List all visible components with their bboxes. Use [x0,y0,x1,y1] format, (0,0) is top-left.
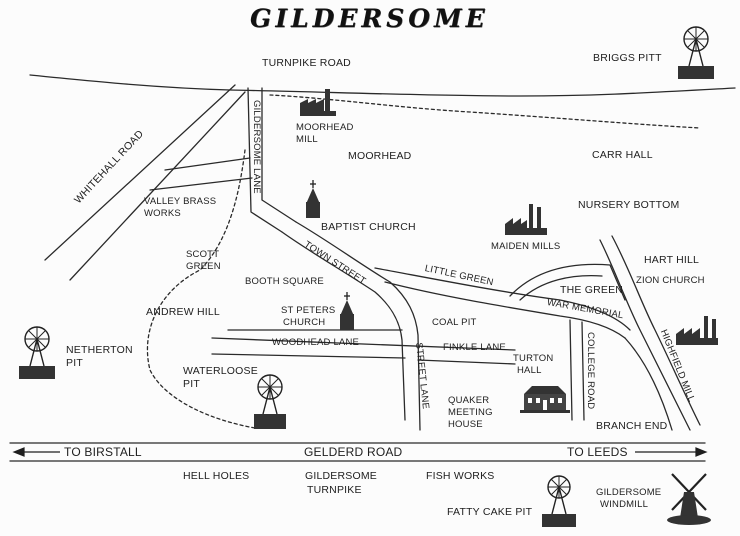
label-hart-hill: HART HILL [644,254,700,266]
label-moorhead-mill-2: MILL [296,134,318,145]
label-quaker-3: HOUSE [448,419,483,430]
label-college-road: COLLEGE ROAD [585,332,596,410]
highfield-road-2 [611,235,701,426]
map-title: GILDERSOME [250,4,489,33]
label-nursery-bottom: NURSERY BOTTOM [578,199,680,211]
pithead-winding-wheel-icon [678,26,714,79]
whitehall-road-line-2 [69,91,246,281]
label-gelderd-road: GELDERD ROAD [304,445,403,459]
label-st-peters-1: ST PETERS [281,305,336,316]
label-moorhead: MOORHEAD [348,150,412,162]
college-road-left [569,319,573,421]
little-green-road-1 [374,267,631,331]
label-waterloose-pit-2: PIT [183,378,200,390]
town-street-left [281,231,406,421]
label-the-green: THE GREEN [560,284,624,296]
label-finkle-lane: FINKLE LANE [443,342,506,353]
factory-chimney-icon [505,204,547,235]
branch-end-road [624,337,673,431]
label-coal-pit: COAL PIT [432,317,477,328]
pithead-winding-wheel-icon [19,326,55,379]
church-spire-icon [340,292,354,330]
pithead-winding-wheel-icon [542,475,576,527]
pithead-winding-wheel-icon [254,374,286,429]
label-netherton-pit-1: NETHERTON [66,344,133,356]
label-valley-brass-1: VALLEY BRASS [144,196,217,207]
valley-brass-road-2 [149,177,253,191]
label-hell-holes: HELL HOLES [183,470,250,482]
label-valley-brass-2: WORKS [144,208,181,219]
church-spire-icon [306,180,320,218]
label-baptist-church: BAPTIST CHURCH [321,221,416,233]
label-carr-hall: CARR HALL [592,149,653,161]
label-zion-church: ZION CHURCH [636,275,705,286]
stream-dashed [269,94,701,129]
label-turnpike-road: TURNPIKE ROAD [262,57,351,69]
label-gildersome-windmill-1: GILDERSOME [596,487,662,498]
the-green-road [509,263,626,301]
label-briggs-pitt: BRIGGS PITT [593,52,662,64]
label-scott-green-1: SCOTT [186,249,220,260]
factory-chimney-icon [300,89,336,116]
label-waterloose-pit-1: WATERLOOSE [183,365,258,377]
scott-green-dashed [146,149,256,429]
label-gildersome-windmill-2: WINDMILL [600,499,649,510]
label-gildersome-turnpike-1: GILDERSOME [305,470,378,482]
highfield-road-1 [599,239,691,431]
label-woodhead-lane: WOODHEAD LANE [272,337,360,348]
finkle-lane [417,359,516,365]
label-to-leeds: TO LEEDS [567,445,628,459]
label-branch-end: BRANCH END [596,420,668,432]
label-st-peters-2: CHURCH [283,317,326,328]
whitehall-road-line-1 [44,84,236,261]
valley-brass-road-1 [164,157,251,171]
turnpike-road [29,74,736,97]
label-to-birstall: TO BIRSTALL [64,445,142,459]
label-gildersome-lane: GILDERSOME LANE [251,100,262,194]
label-netherton-pit-2: PIT [66,357,83,369]
gildersome-lane-right [261,87,297,223]
the-green-road-inner [519,274,603,301]
label-gildersome-turnpike-2: TURNPIKE [307,484,362,496]
town-street-right [295,221,421,431]
label-booth-square: BOOTH SQUARE [245,276,324,287]
label-turton-hall-1: TURTON [513,353,554,364]
label-fatty-cake-pit: FATTY CAKE PIT [447,506,533,518]
label-quaker-1: QUAKER [448,395,490,406]
windmill-icon [667,473,711,525]
arrow-to-birstall-head [12,447,25,457]
arrow-to-leeds-head [695,447,708,457]
label-scott-green-2: GREEN [186,261,221,272]
college-road-right [581,321,585,421]
label-turton-hall-2: HALL [517,365,542,376]
woodhead-lane-bottom [211,353,406,359]
factory-chimney-icon [676,316,718,345]
label-fish-works: FISH WORKS [426,470,495,482]
woodhead-lane-top [211,337,516,351]
label-quaker-2: MEETING [448,407,493,418]
label-maiden-mills: MAIDEN MILLS [491,241,561,252]
little-green-road-2 [384,281,626,339]
label-andrew-hill: ANDREW HILL [146,306,220,318]
gildersome-lane-left [247,87,283,233]
hall-building-icon [520,386,570,413]
label-moorhead-mill-1: MOORHEAD [296,122,354,133]
